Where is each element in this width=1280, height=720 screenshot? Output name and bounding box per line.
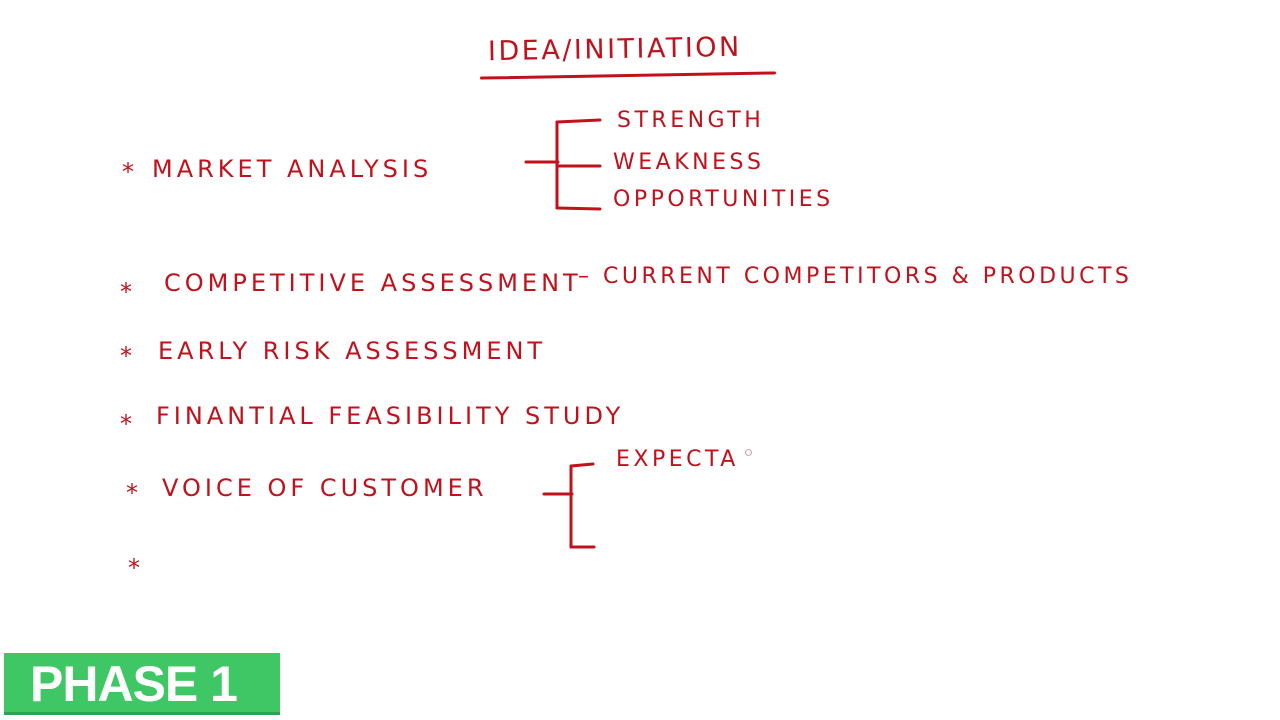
title-underline (479, 71, 777, 80)
branch-expectations: EXPECTA (616, 447, 739, 472)
bullet-star-4: * (120, 410, 132, 438)
item-voice-of-customer: VOICE OF CUSTOMER (162, 474, 488, 502)
phase-badge-label: PHASE 1 (30, 656, 238, 712)
bracket-market-analysis (524, 112, 604, 216)
bracket-voice-of-customer (542, 460, 602, 554)
branch-strength: STRENGTH (617, 108, 765, 133)
item-early-risk-assessment: EARLY RISK ASSESSMENT (158, 337, 547, 365)
item-market-analysis: MARKET ANALYSIS (152, 155, 433, 183)
bullet-star-2: * (120, 278, 132, 306)
diagram-title: IDEA/INITIATION (487, 31, 743, 68)
phase-badge: PHASE 1 (4, 653, 280, 715)
bullet-star-1: * (122, 158, 134, 186)
branch-weakness: WEAKNESS (613, 150, 765, 175)
note-current-competitors: – CURRENT COMPETITORS & PRODUCTS (578, 264, 1133, 289)
bullet-star-5: * (126, 479, 138, 507)
bullet-star-3: * (120, 342, 132, 370)
branch-opportunities: OPPORTUNITIES (613, 187, 834, 212)
item-competitive-assessment: COMPETITIVE ASSESSMENT (164, 269, 582, 297)
pen-cursor-icon (745, 449, 752, 456)
item-financial-feasibility-study: FINANTIAL FEASIBILITY STUDY (156, 402, 625, 430)
bullet-star-6: * (128, 554, 140, 582)
